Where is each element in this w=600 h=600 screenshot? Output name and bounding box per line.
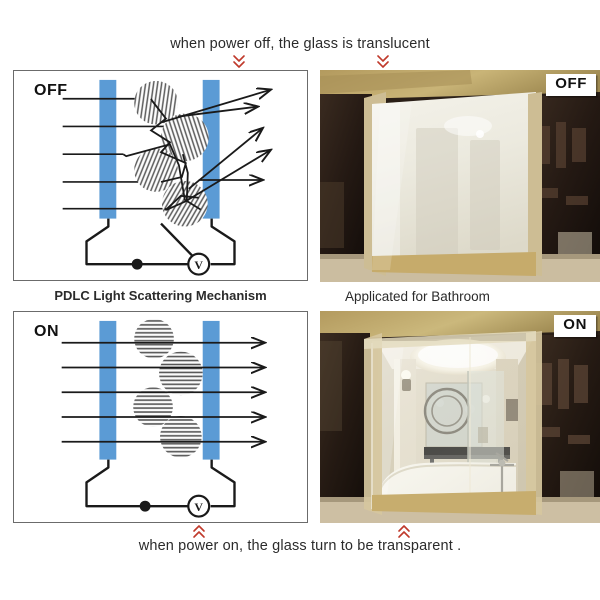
top-caption: when power off, the glass is translucent (170, 36, 430, 52)
badge-on: ON (554, 315, 596, 337)
svg-text:V: V (194, 500, 203, 514)
svg-text:V: V (194, 258, 203, 272)
diagram-panel-off: OFF (13, 70, 308, 281)
panel-label-on: ON (34, 323, 59, 340)
photo-caption: Applicated for Bathroom (345, 289, 490, 304)
diagram-caption: PDLC Light Scattering Mechanism (54, 288, 267, 303)
bottom-caption: when power on, the glass turn to be tran… (138, 538, 462, 554)
photo-bathroom-glass-off: OFF (320, 70, 600, 282)
chevron-double-down-icon (376, 54, 390, 70)
photo-off-illustration (320, 70, 600, 282)
badge-off: OFF (546, 74, 596, 96)
pdlc-on-transparent-diagram: V (14, 312, 307, 522)
pdlc-off-scattering-diagram: V (14, 71, 307, 280)
chevron-double-down-icon (232, 54, 246, 70)
photo-on-illustration (320, 311, 600, 523)
diagram-panel-on: ON (13, 311, 308, 523)
chevron-double-up-icon (192, 524, 206, 540)
photo-bathroom-glass-on: ON (320, 311, 600, 523)
chevron-double-up-icon (397, 524, 411, 540)
panel-label-off: OFF (34, 82, 68, 99)
